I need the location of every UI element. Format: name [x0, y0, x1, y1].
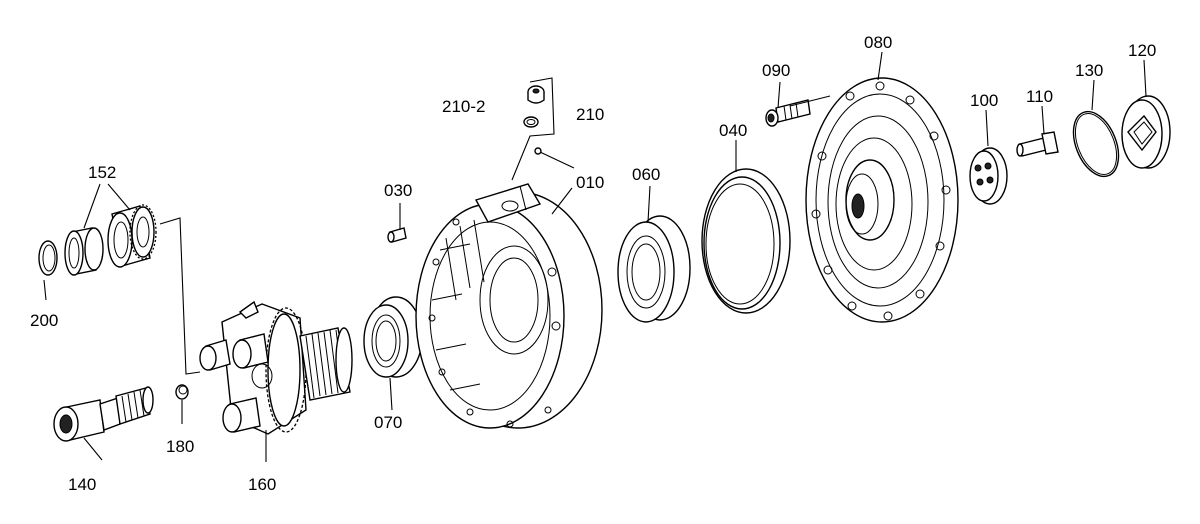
part-110-bolt: [1016, 131, 1059, 157]
part-180-pin: [175, 384, 189, 400]
leader-152: [83, 183, 131, 229]
leader-120: [1143, 59, 1147, 97]
leader-110: [1041, 105, 1045, 135]
leader-090-to-cover: [789, 95, 831, 107]
leader-100: [985, 109, 989, 147]
part-060-bearing: [617, 215, 691, 323]
part-130-oring: [1072, 110, 1120, 178]
label-180: 180: [166, 437, 194, 456]
part-070-bearing: [363, 296, 423, 378]
leader-140: [83, 437, 103, 461]
label-120: 120: [1128, 41, 1156, 60]
leader-090: [777, 81, 781, 109]
label-060: 060: [632, 165, 660, 184]
label-040: 040: [719, 121, 747, 140]
leader-060: [647, 185, 651, 223]
leader-080: [877, 51, 883, 81]
label-200: 200: [30, 311, 58, 330]
part-labels: 010 030 040 060 070 080 090 100 110 120 …: [30, 33, 1156, 494]
leader-200: [43, 279, 47, 301]
label-110: 110: [1026, 87, 1053, 106]
label-140: 140: [68, 475, 96, 494]
part-152-gear: [107, 204, 157, 268]
label-090: 090: [762, 61, 790, 80]
label-080: 080: [864, 33, 892, 52]
leader-130: [1091, 79, 1095, 111]
label-030: 030: [384, 181, 412, 200]
leader-070: [389, 377, 393, 411]
part-010-housing: [415, 183, 603, 429]
part-080-cover: [805, 77, 959, 323]
part-120-cap: [1121, 95, 1171, 169]
label-070: 070: [374, 413, 402, 432]
leader-010: [539, 151, 575, 215]
part-200-snap-ring: [38, 240, 58, 276]
label-160: 160: [248, 475, 276, 494]
part-210-fitting: [527, 85, 545, 104]
part-152-bearing: [64, 227, 104, 276]
leader-152-bracket: [159, 217, 201, 375]
part-100-plug: [969, 147, 1008, 205]
label-010: 010: [576, 173, 604, 192]
part-090-screw: [765, 99, 811, 127]
leader-lines: [43, 51, 1147, 462]
label-100: 100: [970, 91, 998, 110]
part-030-pin: [387, 227, 407, 243]
part-210-2-oring: [523, 116, 539, 128]
label-210: 210: [576, 105, 604, 124]
part-040-seal: [701, 168, 791, 314]
part-140-shaft: [53, 386, 154, 442]
label-152: 152: [88, 163, 116, 182]
part-small-ball: [534, 147, 542, 155]
label-130: 130: [1075, 61, 1103, 80]
label-210-2: 210-2: [442, 97, 485, 116]
leader-210-bracket: [511, 77, 555, 181]
part-160-planet-carrier: [199, 300, 353, 435]
